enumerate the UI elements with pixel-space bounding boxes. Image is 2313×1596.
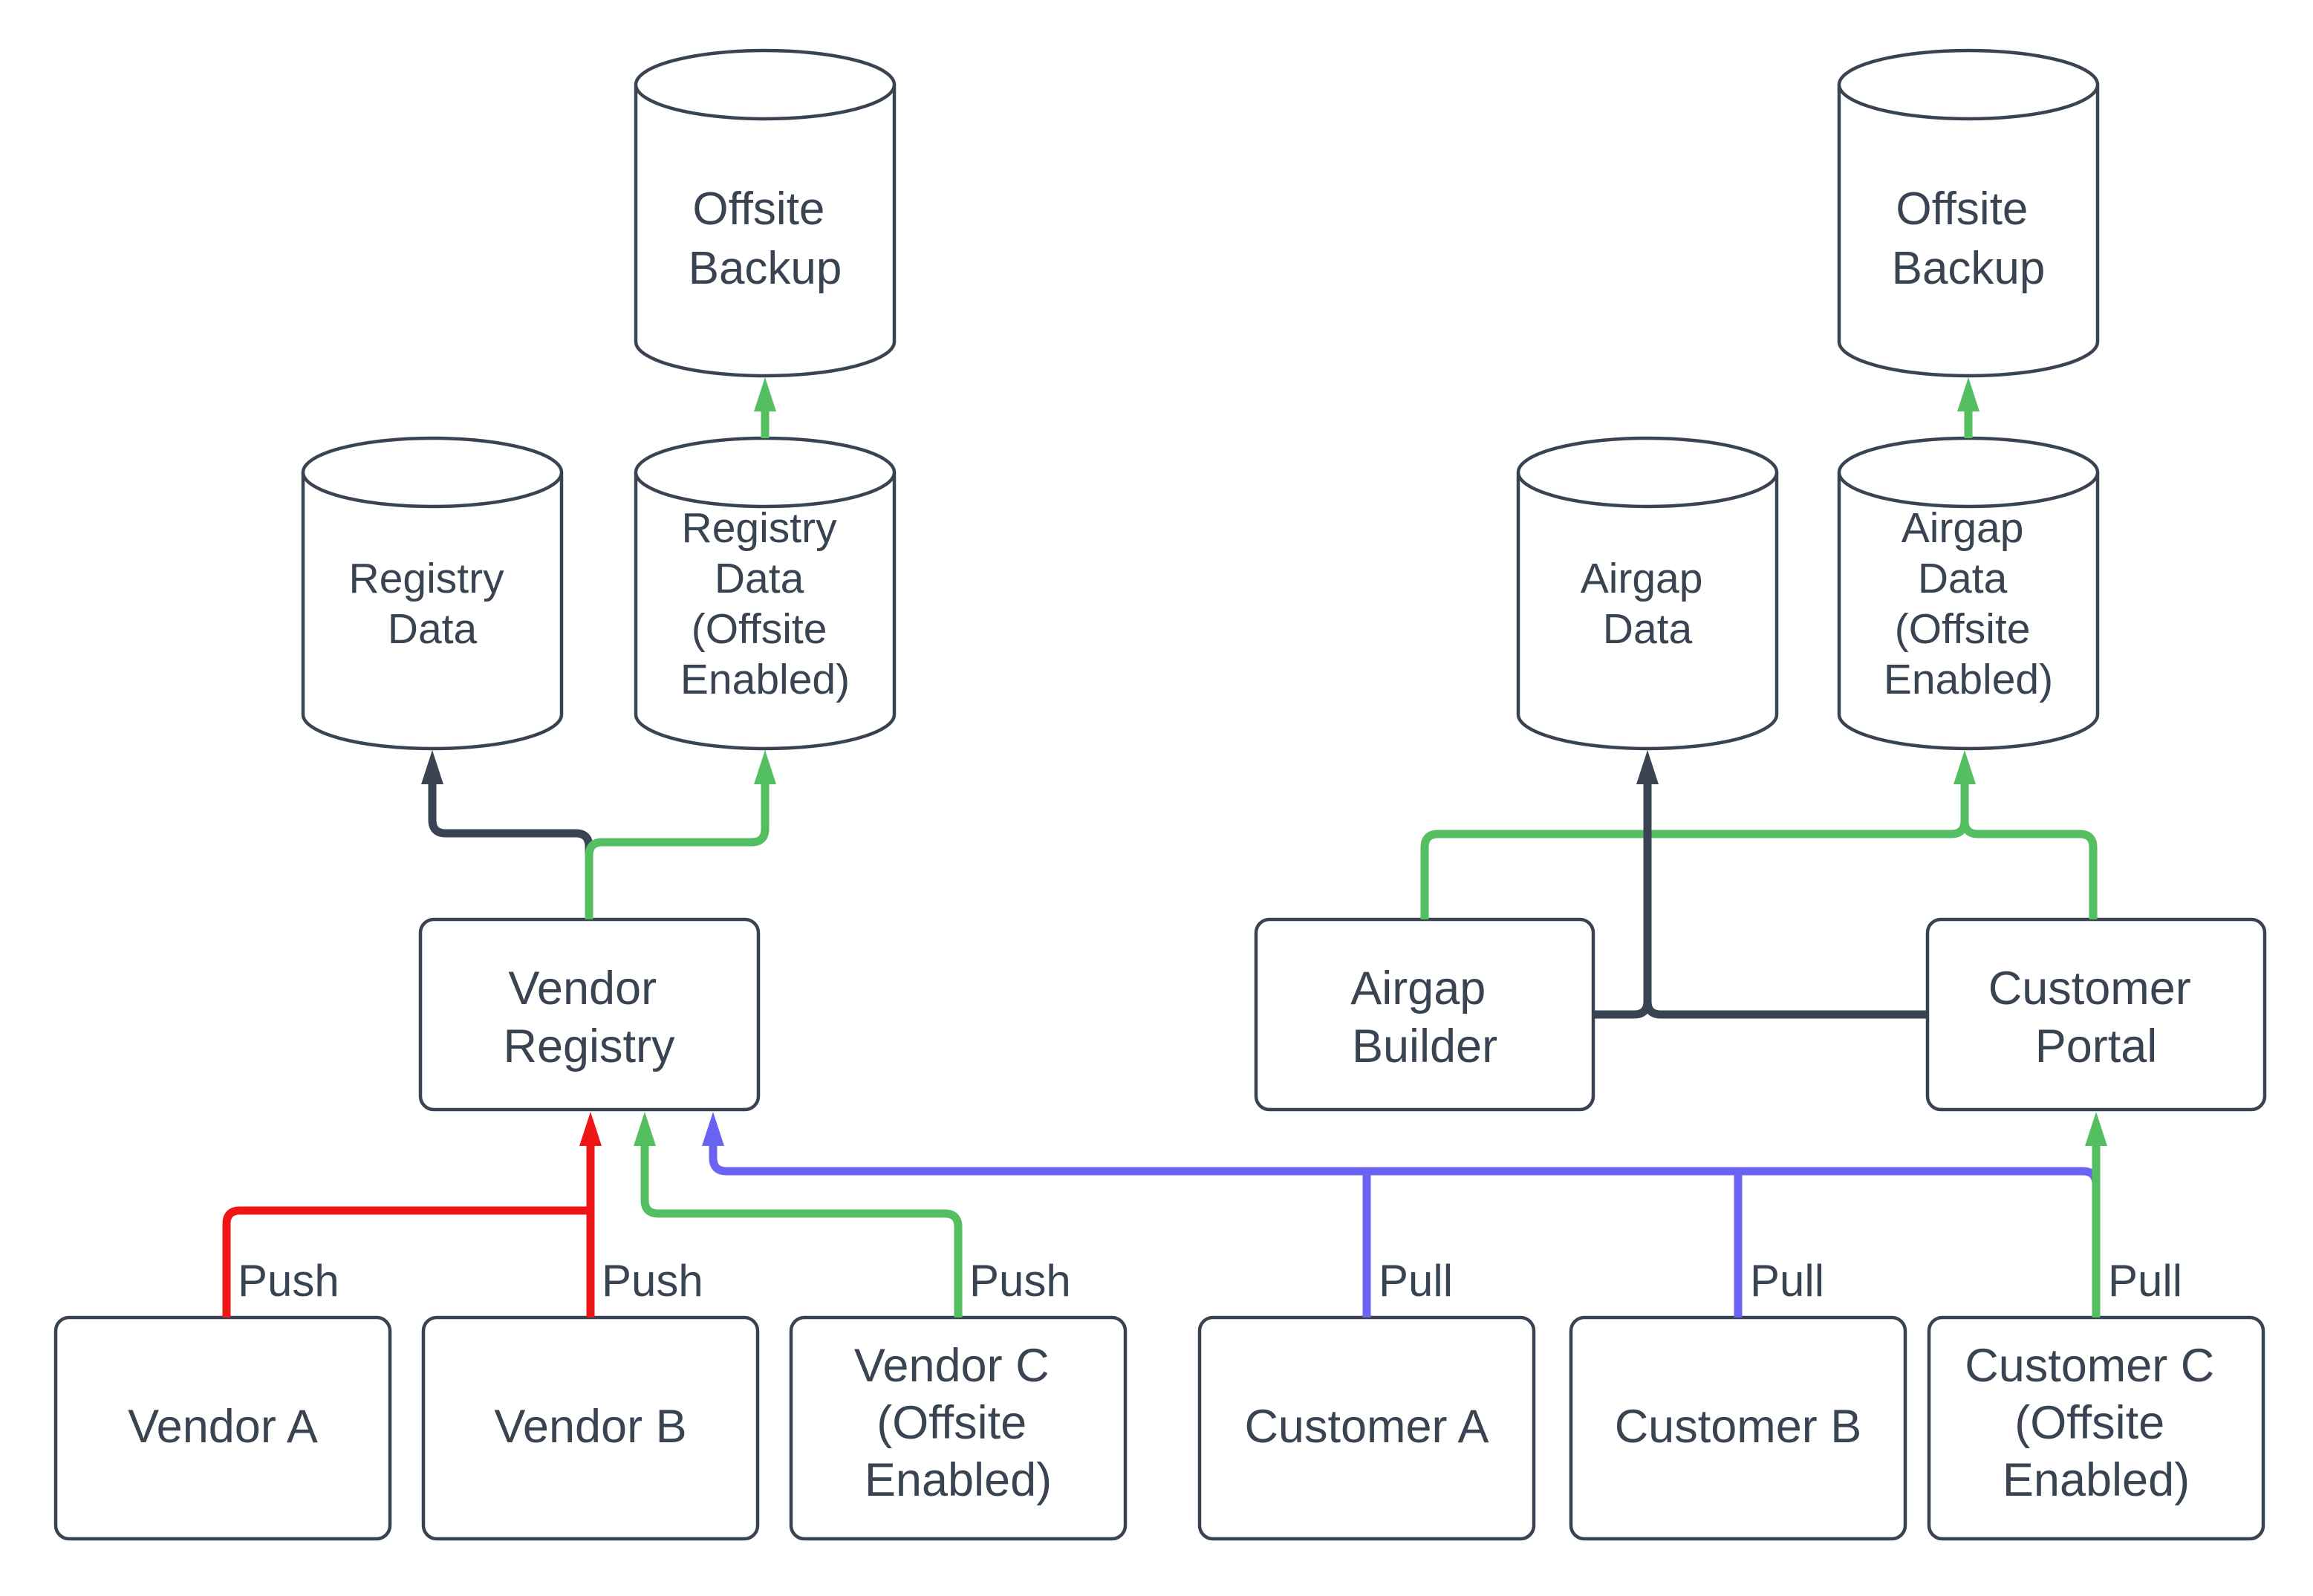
edge-vendor-a-to-vendor-registry <box>222 1206 591 1317</box>
edge-customer-portal-to-airgap-data <box>1643 958 1928 1019</box>
arrowhead-offsite-backup-right <box>1957 377 1979 411</box>
arrowhead-registry-data-offsite <box>754 750 776 784</box>
offsite-backup-left-cylinder <box>634 85 897 378</box>
vendor-registry-box <box>418 917 761 1112</box>
arrowhead-airgap-data <box>1636 750 1659 784</box>
vendor-a-label: Vendor A <box>128 1401 318 1453</box>
arrowhead-offsite-backup-left <box>754 377 776 411</box>
edge-label-push-vendor-a: Push <box>238 1256 339 1306</box>
node-vendor-b: Vendor B <box>421 1315 760 1541</box>
registry-data-label: Registry Data <box>349 555 516 653</box>
arrowhead-customer-portal <box>2085 1112 2107 1146</box>
node-offsite-backup-right: Offsite Backup <box>1837 48 2100 378</box>
airgap-builder-label: Airgap Builder <box>1350 963 1499 1072</box>
vendor-c-label: Vendor C (Offsite Enabled) <box>854 1340 1062 1506</box>
customer-b-label: Customer B <box>1615 1401 1862 1453</box>
airgap-data-offsite-cylinder-top <box>1837 436 2100 509</box>
node-offsite-backup-left: Offsite Backup <box>634 48 897 378</box>
edge-airgap-builder-to-airgap-data-offsite <box>1420 784 1969 919</box>
vendor-registry-label: Vendor Registry <box>503 963 675 1072</box>
airgap-data-offsite-label: Airgap Data (Offsite Enabled) <box>1884 504 2053 703</box>
registry-data-offsite-cylinder-top <box>634 436 897 509</box>
airgap-data-label: Airgap Data <box>1581 555 1715 653</box>
node-customer-portal: Customer Portal <box>1925 917 2267 1112</box>
edge-airgap-builder-to-airgap-data <box>1593 784 1652 1019</box>
registry-data-cylinder <box>301 472 564 751</box>
edge-vendor-registry-to-registry-data-offsite <box>585 784 770 919</box>
edge-label-pull-customer-a: Pull <box>1379 1256 1453 1306</box>
arrowhead-vendor-registry-green <box>634 1112 656 1146</box>
node-vendor-registry: Vendor Registry <box>418 917 761 1112</box>
node-registry-data: Registry Data <box>301 436 564 751</box>
node-airgap-data: Airgap Data <box>1516 436 1779 751</box>
edge-vendor-c-to-vendor-registry <box>640 1146 963 1317</box>
customer-c-label: Customer C (Offsite Enabled) <box>1965 1340 2228 1506</box>
arrowhead-airgap-data-offsite <box>1953 750 1976 784</box>
node-registry-data-offsite: Registry Data (Offsite Enabled) <box>634 436 897 751</box>
airgap-builder-box <box>1254 917 1595 1112</box>
node-airgap-builder: Airgap Builder <box>1254 917 1595 1112</box>
edge-vendor-registry-to-registry-data <box>428 784 593 919</box>
registry-data-offsite-label: Registry Data (Offsite Enabled) <box>680 504 850 703</box>
edge-label-push-vendor-c: Push <box>969 1256 1071 1306</box>
edge-customer-portal-to-airgap-data-offsite <box>1960 784 2098 919</box>
edge-label-push-vendor-b: Push <box>602 1256 703 1306</box>
airgap-data-cylinder-top <box>1516 436 1779 509</box>
node-vendor-c: Vendor C (Offsite Enabled) <box>789 1315 1128 1541</box>
arrowhead-registry-data <box>421 750 443 784</box>
registry-data-offsite-cylinder <box>634 472 897 751</box>
arrowhead-vendor-registry-red <box>579 1112 602 1146</box>
offsite-backup-right-cylinder-top <box>1837 48 2100 121</box>
customer-portal-box <box>1925 917 2267 1112</box>
offsite-backup-right-cylinder <box>1837 85 2100 378</box>
offsite-backup-left-label: Offsite Backup <box>689 183 842 294</box>
edge-label-pull-customer-b: Pull <box>1750 1256 1824 1306</box>
node-vendor-a: Vendor A <box>53 1315 392 1541</box>
customer-portal-label: Customer Portal <box>1988 963 2205 1072</box>
registry-data-cylinder-top <box>301 436 564 509</box>
customer-a-label: Customer A <box>1244 1401 1489 1453</box>
node-customer-b: Customer B <box>1569 1315 1907 1541</box>
edge-label-pull-customer-c: Pull <box>2108 1256 2182 1306</box>
airgap-data-offsite-cylinder <box>1837 472 2100 751</box>
vendor-b-label: Vendor B <box>494 1401 686 1453</box>
offsite-backup-left-cylinder-top <box>634 48 897 121</box>
offsite-backup-right-label: Offsite Backup <box>1892 183 2046 294</box>
node-customer-a: Customer A <box>1197 1315 1536 1541</box>
airgap-data-cylinder <box>1516 472 1779 751</box>
node-airgap-data-offsite: Airgap Data (Offsite Enabled) <box>1837 436 2100 751</box>
node-customer-c: Customer C (Offsite Enabled) <box>1927 1315 2265 1541</box>
arrowhead-vendor-registry-blue <box>702 1112 724 1146</box>
